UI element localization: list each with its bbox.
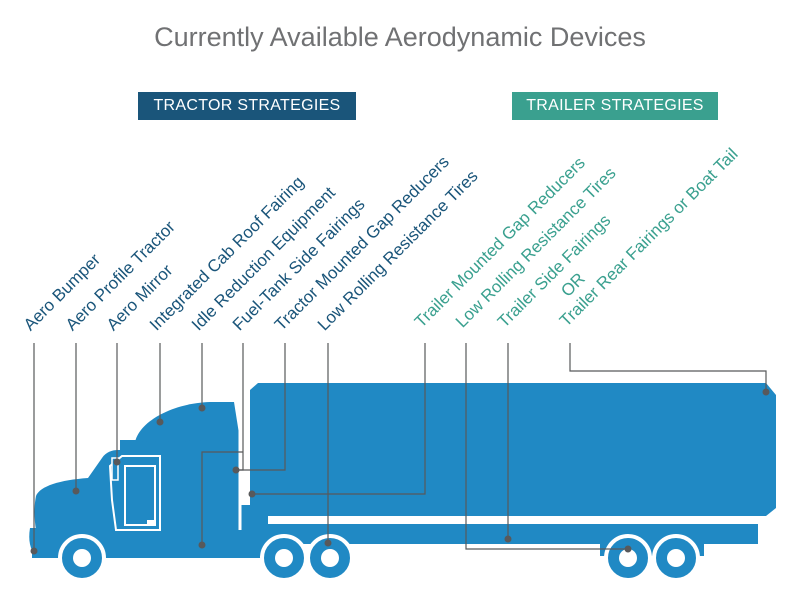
truck-illustration [29, 383, 776, 558]
trailer-box [250, 383, 776, 516]
aero-mirror [111, 457, 119, 481]
wheels [58, 534, 700, 582]
leader-dots [30, 388, 770, 555]
trailer-strategies-heading: TRAILER STRATEGIES [512, 92, 718, 120]
roof-fairing [135, 402, 240, 442]
page-title: Currently Available Aerodynamic Devices [154, 22, 646, 52]
tractor-strategies-heading: TRACTOR STRATEGIES [138, 92, 356, 120]
cab-details [108, 455, 161, 531]
hood [34, 450, 165, 530]
